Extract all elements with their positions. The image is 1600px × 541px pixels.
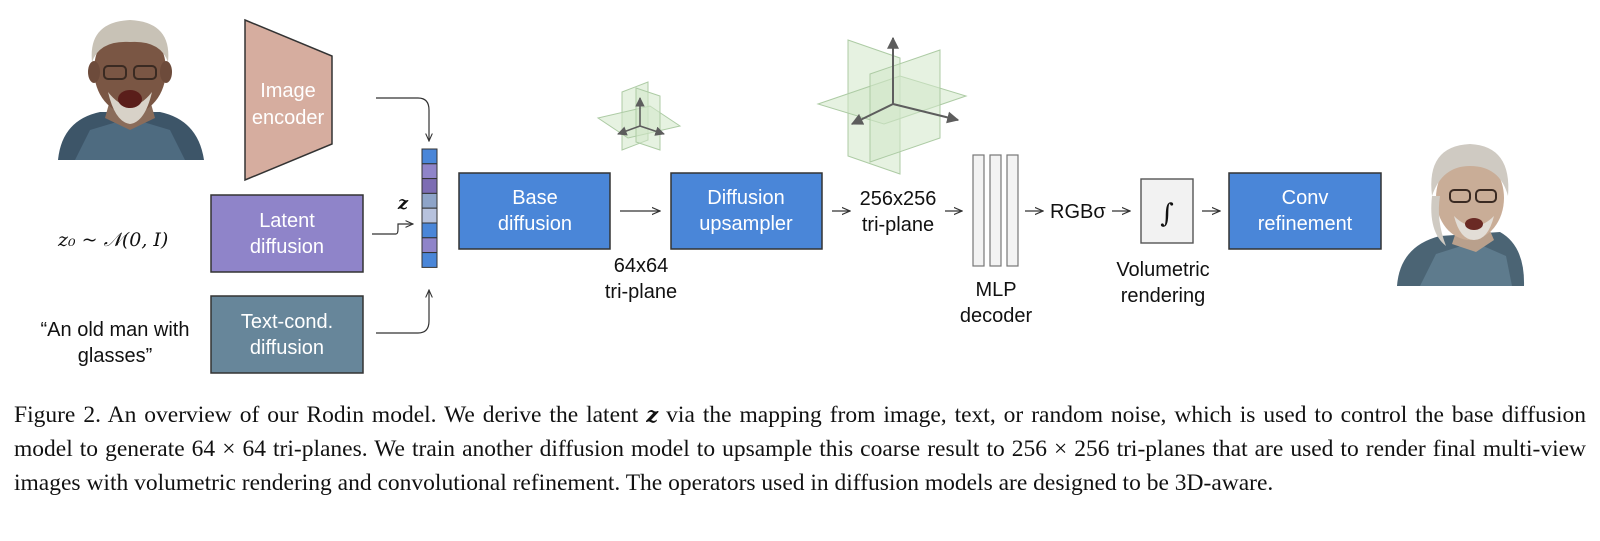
rodin-overview-diagram: Image encoder Latent diffusion Text-cond… [41,18,1525,374]
latent-vector-cell [421,148,438,165]
figure-label: Figure 2. [14,402,101,428]
input-face-image [58,20,204,160]
text-prompt: “An old man with glasses” [41,319,190,367]
conv-line2: refinement [1258,213,1353,235]
latent-diffusion-line2: diffusion [250,236,324,258]
mlp-decoder-bars [972,154,1019,267]
image-encoder-line2: encoder [252,107,325,129]
volumetric-integral-box: ∫ [1140,178,1194,244]
conv-refinement-box: Conv refinement [1228,172,1382,250]
triplane-256-line1: 256x256 [860,188,937,210]
latent-vector-cell [421,178,438,194]
latent-vector [421,148,438,268]
mlp-line1: MLP [975,279,1016,301]
triplane-64-line2: tri-plane [605,281,677,303]
base-diffusion-box: Base diffusion [458,172,611,250]
upsampler-line1: Diffusion [707,187,784,209]
triplane-64-line1: 64x64 [614,255,669,277]
latent-diffusion-box: Latent diffusion [210,194,364,273]
volumetric-line1: Volumetric [1116,259,1209,281]
triplane-256-line2: tri-plane [862,214,934,236]
volumetric-line2: rendering [1121,285,1206,307]
base-diffusion-line1: Base [512,187,558,209]
diffusion-upsampler-box: Diffusion upsampler [670,172,823,250]
latent-diffusion-line1: Latent [259,210,315,232]
base-diffusion-line2: diffusion [498,213,572,235]
integral-icon: ∫ [1160,199,1174,229]
arrow-latent-diffusion-to-latent [372,224,413,235]
caption-text-1: An overview of our Rodin model. We deriv… [100,402,647,428]
triplane-64-icon [596,81,682,151]
mlp-line2: decoder [960,305,1033,327]
caption-symbol-z: z [646,402,659,427]
text-cond-diffusion-box: Text-cond. diffusion [210,295,364,374]
output-face-image [1397,144,1525,286]
image-encoder: Image encoder [244,18,333,182]
upsampler-line2: upsampler [699,213,793,235]
rgb-sigma-label: RGBσ [1050,201,1106,223]
figure-caption: Figure 2. An overview of our Rodin model… [14,398,1586,500]
arrow-encoder-to-latent [376,97,429,141]
text-prompt-line1: “An old man with [41,319,190,341]
noise-input-label: z₀ ~ 𝒩(0, I) [57,229,168,251]
text-cond-line1: Text-cond. [241,311,333,333]
conv-line1: Conv [1282,187,1329,209]
latent-vector-cell [421,237,438,254]
latent-vector-cell [421,222,438,239]
arrow-text-to-latent [376,290,429,334]
caption-text-2: via the mapping from image, text, or ran… [14,402,1587,496]
text-prompt-line2: glasses” [78,345,152,367]
latent-vector-cell [421,163,438,180]
image-encoder-line1: Image [260,80,316,102]
triplane-256-icon [816,36,968,175]
latent-vector-cell [421,192,438,209]
latent-vector-cell [421,207,438,224]
latent-vector-cell [421,252,438,268]
latent-z-symbol: z [397,193,409,214]
text-cond-line2: diffusion [250,337,324,359]
